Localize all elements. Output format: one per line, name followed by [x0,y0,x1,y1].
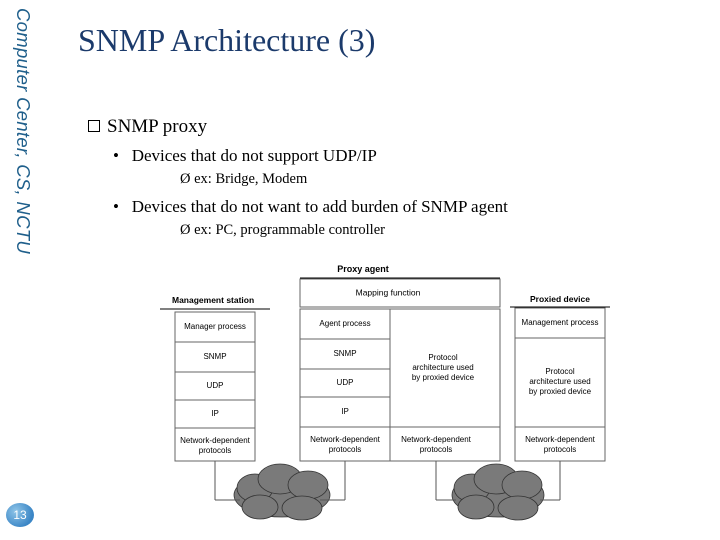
svg-text:architecture used: architecture used [529,377,590,386]
svg-text:by proxied device: by proxied device [412,373,475,382]
arrow-bullet-icon: Ø [180,171,190,187]
bullet-example-2: Ø ex: PC, programmable controller [180,222,385,239]
snmp-proxy-diagram: Proxy agent Management station Proxied d… [160,255,610,530]
svg-text:Management process: Management process [522,318,599,327]
slide-title: SNMP Architecture (3) [78,22,375,59]
svg-text:IP: IP [341,407,349,416]
svg-text:protocols: protocols [199,446,231,455]
svg-text:UDP: UDP [337,378,354,387]
network-cloud-icon [234,464,330,520]
svg-text:SNMP: SNMP [333,349,356,358]
proxy-agent-label: Proxy agent [337,264,389,274]
bullet-sub-2-text: Devices that do not want to add burden o… [132,197,508,216]
svg-text:Network-dependent: Network-dependent [401,435,472,444]
proxied-device-label: Proxied device [530,294,590,304]
bullet-snmp-proxy: SNMP proxy [107,116,207,138]
svg-text:Network-dependent: Network-dependent [310,435,381,444]
svg-text:Mapping function: Mapping function [356,287,421,297]
bullet-example-2-text: ex: PC, programmable controller [194,222,385,238]
arrow-bullet-icon: Ø [180,222,190,238]
svg-text:protocols: protocols [544,445,576,454]
bullet-sub-1-text: Devices that do not support UDP/IP [132,146,377,165]
svg-text:IP: IP [211,409,219,418]
management-station-label: Management station [172,295,254,305]
svg-text:by proxied device: by proxied device [529,387,592,396]
svg-text:UDP: UDP [207,381,224,390]
svg-text:Protocol: Protocol [545,367,575,376]
bullet-example-1-text: ex: Bridge, Modem [194,171,307,187]
svg-text:SNMP: SNMP [203,352,226,361]
checkbox-bullet-icon [88,120,100,132]
svg-text:Network-dependent: Network-dependent [180,436,251,445]
svg-text:Agent process: Agent process [319,319,370,328]
bullet-sub-1: • Devices that do not support UDP/IP [113,146,377,166]
proxied-device-stack: Management process Protocol architecture… [515,308,605,461]
network-cloud-icon [452,464,544,520]
svg-text:architecture used: architecture used [412,363,473,372]
sidebar-title: Computer Center, CS, NCTU [12,8,34,254]
diagram-svg: Proxy agent Management station Proxied d… [160,255,610,530]
svg-text:Manager process: Manager process [184,322,246,331]
svg-text:Network-dependent: Network-dependent [525,435,596,444]
page-number-badge: 13 [6,503,34,527]
sidebar: Computer Center, CS, NCTU 13 [0,0,60,540]
bullet-sub-2: • Devices that do not want to add burden… [113,197,508,217]
proxy-agent-stack: Mapping function Agent process SNMP UDP … [300,279,500,461]
svg-text:Protocol: Protocol [428,353,458,362]
svg-text:protocols: protocols [329,445,361,454]
management-station-stack: Manager process SNMP UDP IP Network-depe… [175,312,255,461]
bullet-example-1: Ø ex: Bridge, Modem [180,171,307,188]
svg-text:protocols: protocols [420,445,452,454]
